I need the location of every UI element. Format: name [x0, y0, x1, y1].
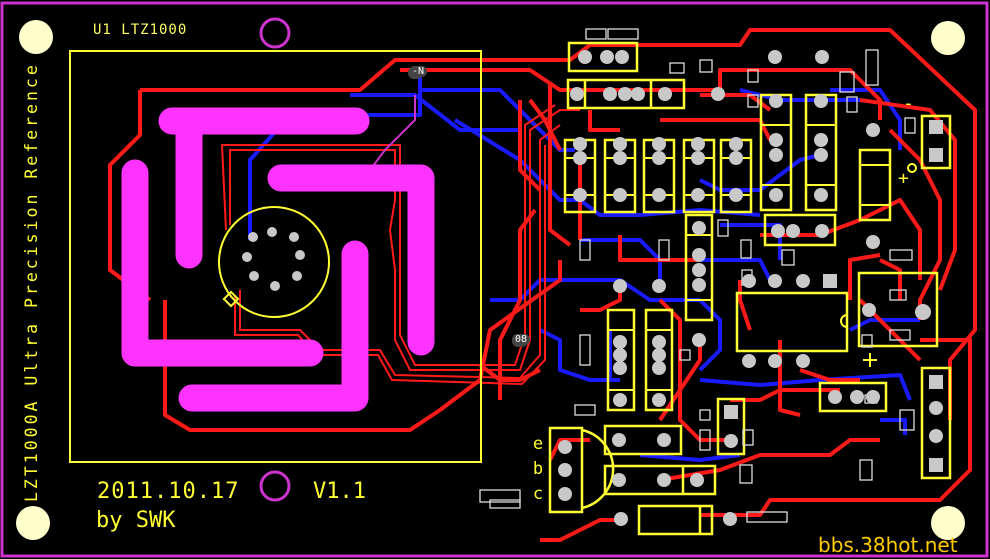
polarity-minus: - — [903, 93, 914, 114]
u1-silkscreen — [69, 50, 482, 463]
mounting-hole-tr — [931, 21, 965, 55]
square-pads — [724, 120, 943, 472]
transistor-pin-labels: e b c — [527, 432, 549, 507]
polarity-plus: + — [898, 168, 909, 189]
pin-label-e: e — [532, 434, 544, 454]
component-ref-u1: U1 LTZ1000 — [93, 22, 188, 38]
test-point-marks — [863, 163, 917, 367]
mounting-hole-bl — [16, 506, 50, 540]
alignment-rings — [259, 17, 291, 502]
u1-outline — [69, 50, 482, 463]
smd-outlines — [479, 28, 916, 523]
ic-notch — [840, 314, 848, 328]
net-label-08: 08 — [512, 334, 531, 345]
mounting-holes — [16, 20, 965, 540]
watermark: bbs.38hot.net — [818, 533, 958, 557]
pin-label-b: b — [532, 459, 544, 479]
mounting-hole-tl — [19, 20, 53, 54]
signal-bus — [220, 104, 580, 386]
board-date: 2011.10.17 — [97, 479, 240, 504]
board-version: V1.1 — [313, 479, 366, 504]
u1-pins — [242, 227, 305, 291]
board-title: LZT1000A Ultra Precision Reference — [22, 62, 41, 502]
mounting-hole-br — [931, 506, 965, 540]
pin-label-c: c — [532, 484, 544, 504]
net-label-n: -N — [409, 66, 428, 77]
tht-pads — [558, 50, 943, 526]
u1-can-outline — [218, 206, 330, 318]
board-author: by SWK — [96, 508, 176, 533]
heater-pour — [121, 107, 435, 412]
